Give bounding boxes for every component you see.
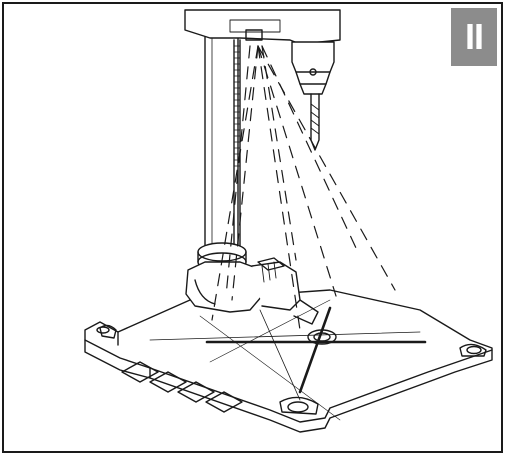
figure-label-badge: II [451,8,497,66]
laser-mount [185,257,319,325]
laser-crosshair [205,306,427,394]
drill-head [184,9,341,45]
base-plate [84,289,493,433]
laser-beams [211,45,396,331]
chuck-and-drill-bit [291,41,335,151]
figure-frame: II [2,2,503,453]
